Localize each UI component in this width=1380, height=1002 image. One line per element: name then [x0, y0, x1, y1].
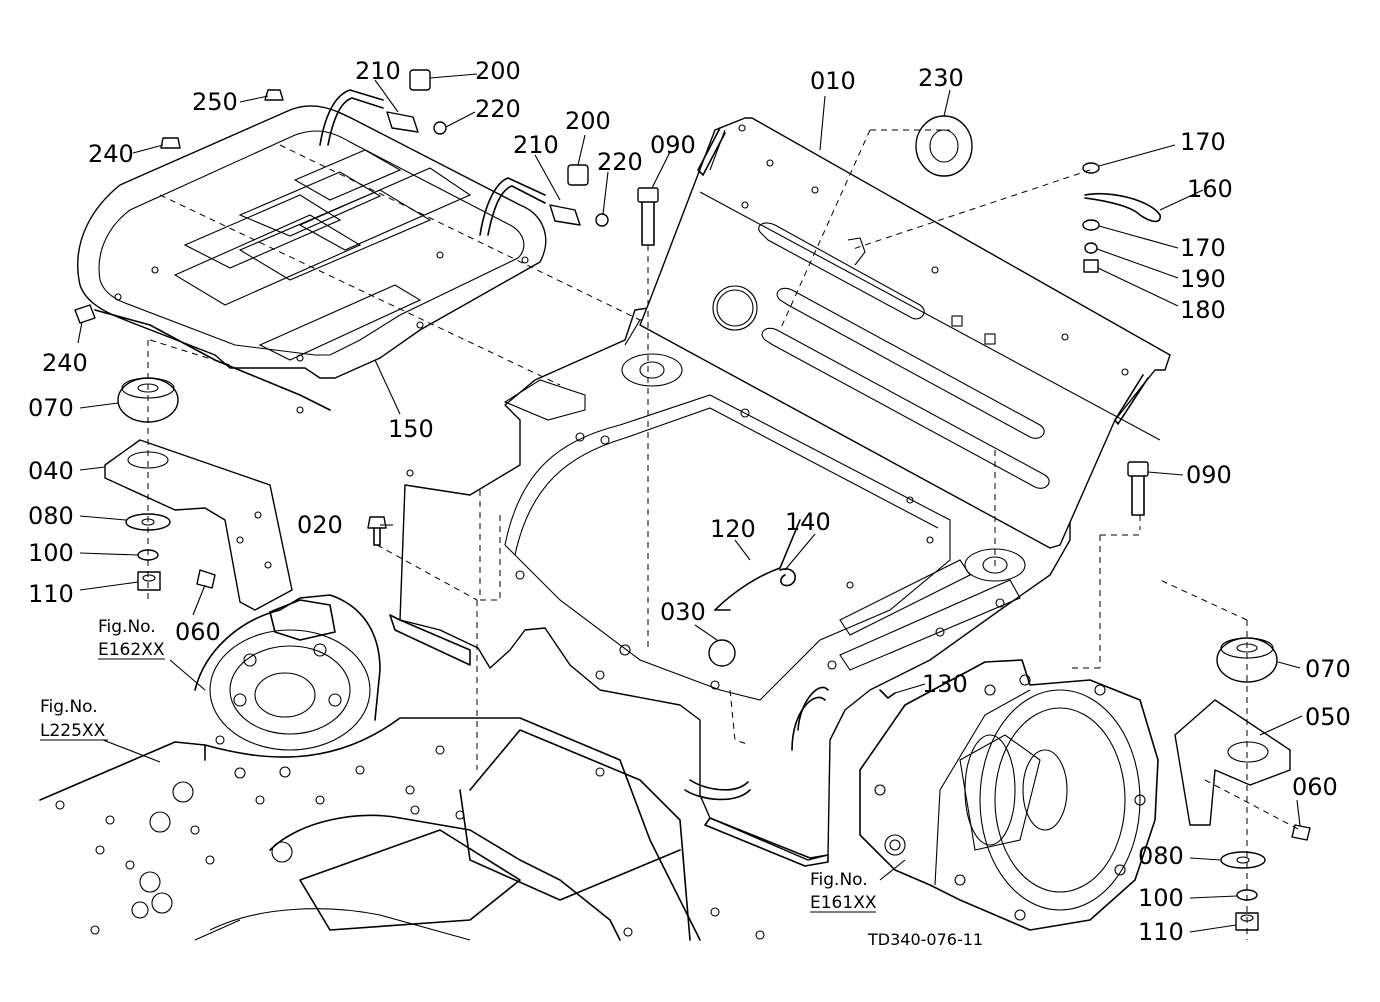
callout-060-left: 060	[175, 618, 221, 646]
callout-180: 180	[1180, 296, 1226, 324]
leader-lines	[77, 73, 1303, 933]
figref-e161-label: Fig.No.	[810, 870, 868, 890]
callout-070-left: 070	[28, 394, 74, 422]
callout-110-left: 110	[28, 580, 74, 608]
callout-240-bottom: 240	[42, 349, 88, 377]
callout-130: 130	[922, 670, 968, 698]
floor-frame-drawing	[39, 717, 765, 941]
callout-030: 030	[660, 598, 706, 626]
figref-e162-code: E162XX	[98, 640, 165, 660]
callout-250: 250	[192, 88, 238, 116]
callout-150: 150	[388, 415, 434, 443]
clutch-housing-left-drawing	[194, 594, 381, 751]
callout-200-left: 200	[475, 57, 521, 85]
figref-e161-code: E161XX	[810, 893, 877, 913]
callout-170-top: 170	[1180, 128, 1226, 156]
callout-100-left: 100	[28, 539, 74, 567]
callout-140: 140	[785, 508, 831, 536]
callout-100-right: 100	[1138, 884, 1184, 912]
callout-220-left: 220	[475, 95, 521, 123]
figref-l225-code: L225XX	[40, 721, 106, 741]
callout-040: 040	[28, 457, 74, 485]
callout-160: 160	[1187, 175, 1233, 203]
handle-210-drawing	[319, 89, 581, 236]
callout-210-right: 210	[513, 131, 559, 159]
callout-080-right: 080	[1138, 842, 1184, 870]
callout-labels: 010 020 030 040 050 060 060 070 070 080 …	[28, 57, 1351, 946]
callout-080-left: 080	[28, 502, 74, 530]
callout-220-right: 220	[597, 148, 643, 176]
callout-190: 190	[1180, 265, 1226, 293]
callout-240-top: 240	[88, 140, 134, 168]
figure-references: Fig.No. E162XX Fig.No. L225XX Fig.No. E1…	[40, 617, 877, 913]
callout-050: 050	[1305, 703, 1351, 731]
callout-170-mid: 170	[1180, 234, 1226, 262]
transmission-housing-drawing	[859, 659, 1159, 931]
callout-090-top: 090	[650, 131, 696, 159]
callout-230: 230	[918, 64, 964, 92]
center-lines	[147, 129, 1301, 940]
figref-l225-label: Fig.No.	[40, 697, 98, 717]
callout-120: 120	[710, 515, 756, 543]
rear-panel-drawing	[639, 117, 1171, 549]
callout-210-left: 210	[355, 57, 401, 85]
figref-e162-label: Fig.No.	[98, 617, 156, 637]
drawing-code: TD340-076-11	[867, 930, 983, 949]
callout-060-right: 060	[1292, 773, 1338, 801]
callout-110-right: 110	[1138, 918, 1184, 946]
callout-090-right: 090	[1186, 461, 1232, 489]
callout-070-right: 070	[1305, 655, 1351, 683]
callout-200-right: 200	[565, 107, 611, 135]
callout-020: 020	[297, 511, 343, 539]
rack-150-drawing	[77, 105, 641, 414]
callout-010: 010	[810, 67, 856, 95]
